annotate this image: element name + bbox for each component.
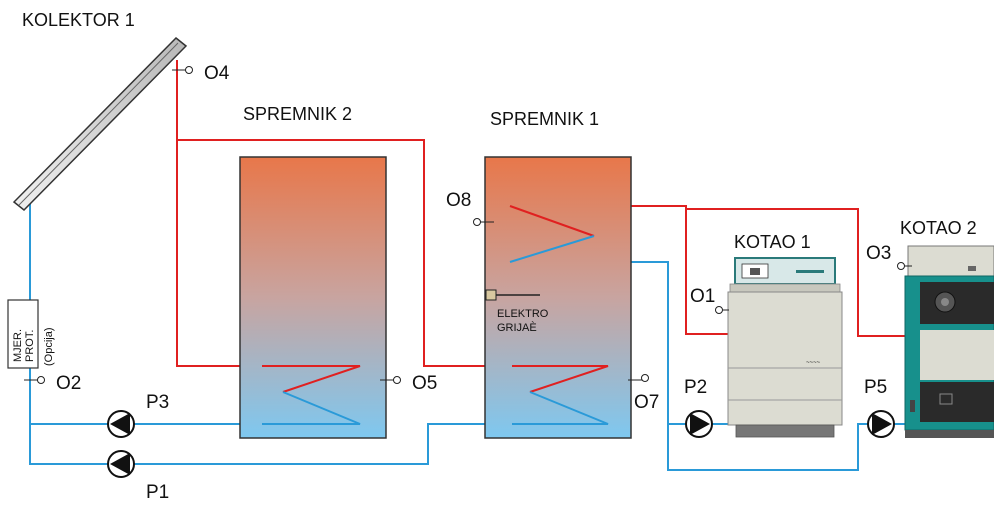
cold-pipe-collector-down (29, 198, 512, 465)
sensor-o7 (628, 374, 649, 382)
solar-collector (12, 36, 188, 212)
hot-pipe-tank2-coil-feed (176, 140, 262, 367)
sensor-o5 (380, 376, 401, 384)
electric-heater (485, 289, 540, 301)
collector-edge (18, 42, 179, 206)
pump-p5 (867, 410, 895, 438)
tank1-lower-coil-cold (512, 391, 609, 425)
tank1-lower-coil-hot (512, 365, 609, 393)
pump-p1 (107, 450, 135, 478)
sensor-o4-label: O4 (204, 63, 230, 84)
collector-label: KOLEKTOR 1 (22, 10, 135, 30)
sensor-o3-label: O3 (866, 243, 891, 264)
tank1-upper-coil-cold (509, 235, 595, 263)
collector-panel (12, 36, 188, 212)
meter-label-line2: PROT. (24, 330, 36, 362)
tank1-body (484, 156, 632, 439)
boiler2-top-panel (907, 245, 994, 277)
boiler2-label: KOTAO 2 (900, 218, 977, 238)
boiler2-base (905, 430, 994, 438)
cold-pipe-tank1-boilers (508, 261, 905, 471)
meter-note: (Opcija) (43, 327, 55, 366)
sensor-o1-label: O1 (690, 286, 715, 307)
heater-label-line2: GRIJAÈ (497, 321, 537, 334)
tank2-body (239, 156, 387, 439)
cold-pipes (29, 198, 905, 471)
tank1-upper-coil-hot (509, 205, 595, 237)
sensor-o2-label: O2 (56, 373, 81, 394)
sensor-o5-label: O5 (412, 373, 437, 394)
boiler1-base (735, 424, 835, 438)
sensor-o8-label: O8 (446, 190, 471, 211)
hot-pipe-collector-tank2 (176, 60, 512, 367)
sensor-o7-label: O7 (634, 392, 659, 413)
sensor-o8 (473, 218, 494, 226)
boiler1-label: KOTAO 1 (734, 232, 811, 252)
svg-text:~~~~: ~~~~ (806, 360, 821, 366)
tank1-label: SPREMNIK 1 (490, 109, 599, 129)
pump-p3-label: P3 (146, 392, 169, 413)
boiler1: ~~~~ (727, 257, 843, 438)
boiler1-top (729, 283, 841, 293)
flow-meter-box (7, 299, 39, 369)
tank2-label: SPREMNIK 2 (243, 104, 352, 124)
pump-p3 (107, 410, 135, 438)
boiler2 (904, 245, 994, 438)
pump-p1-label: P1 (146, 482, 169, 502)
pump-p2 (685, 410, 713, 438)
meter-label-line1: MJER. (12, 329, 24, 362)
tank2-coil-cold (262, 391, 361, 425)
sensor-o2 (24, 376, 45, 384)
hot-pipe-tank1-boiler2 (686, 208, 905, 337)
sensor-o3 (897, 262, 912, 270)
pump-p2-label: P2 (684, 377, 707, 398)
tank2-coil-hot (262, 365, 361, 393)
heater-label-line1: ELEKTRO (497, 308, 549, 320)
pump-p5-label: P5 (864, 377, 887, 398)
sensor-o4 (172, 66, 193, 74)
boiler1-body (727, 291, 843, 426)
sensor-o1 (715, 306, 729, 314)
